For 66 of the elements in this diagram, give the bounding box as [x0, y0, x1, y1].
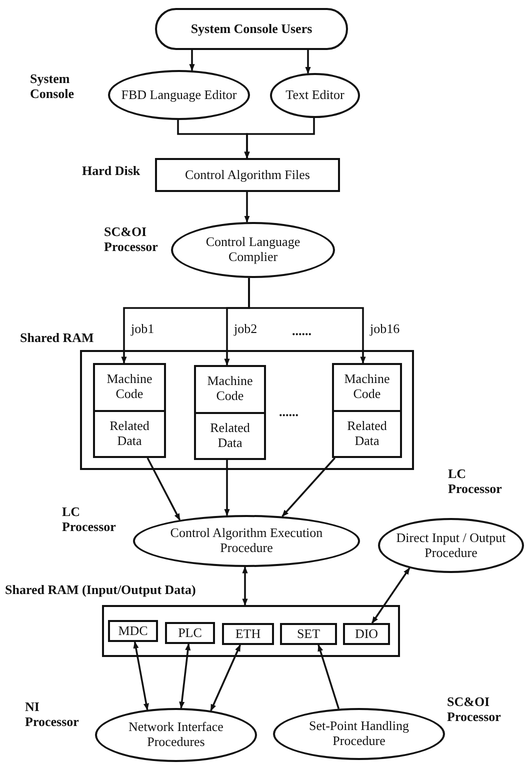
- node-text: Machine Code: [106, 372, 154, 402]
- process-ellipse: [378, 518, 524, 573]
- arrow: [318, 644, 340, 709]
- arrow: [210, 644, 242, 712]
- node-text: Set-Point Handling Procedure: [308, 719, 410, 749]
- arrow: [189, 50, 195, 72]
- node-text: FBD Language Editor: [121, 88, 237, 102]
- process-ellipse: [108, 70, 250, 120]
- memory-area-box: [80, 350, 414, 470]
- node-text: Machine Code: [206, 374, 254, 404]
- arrow: [133, 641, 149, 710]
- arrow: [179, 643, 191, 709]
- process-box: [222, 623, 274, 645]
- arrow: [248, 278, 366, 364]
- process-ellipse: [95, 708, 257, 762]
- arrow: [244, 118, 315, 159]
- node-text: System Console Users: [190, 22, 312, 36]
- edge-label: job16: [369, 322, 401, 336]
- node-text: Machine Code: [344, 372, 390, 402]
- node-text: DIO: [354, 626, 378, 642]
- node-text: MDC: [118, 624, 148, 638]
- arrow: [242, 566, 248, 606]
- edge-label: job2: [233, 322, 258, 336]
- process-ellipse: [171, 222, 335, 278]
- memory-block: [93, 363, 166, 458]
- side-label: System Console: [30, 72, 76, 102]
- arrow: [224, 460, 230, 516]
- node-text: Control Algorithm Files: [185, 168, 310, 182]
- node-text: Direct Input / Output Procedure: [395, 530, 507, 560]
- process-box: [343, 623, 390, 645]
- process-box: [280, 623, 337, 645]
- side-label: Shared RAM: [20, 331, 94, 346]
- memory-area-box: [102, 605, 400, 657]
- memory-block: [194, 365, 266, 460]
- arrow: [282, 457, 336, 517]
- node-text: Network Interface Procedures: [128, 720, 224, 750]
- process-ellipse: [270, 73, 360, 118]
- node-text: Related Data: [108, 418, 150, 449]
- rounded-box: [155, 8, 348, 50]
- node-text: Control Algorithm Execution Procedure: [169, 526, 324, 556]
- node-text: SET: [296, 626, 320, 642]
- node-text: Related Data: [209, 420, 251, 451]
- side-label: SC&OI Processor: [104, 225, 159, 255]
- process-ellipse: [133, 515, 360, 567]
- process-box: [155, 158, 340, 192]
- side-label: Shared RAM (Input/Output Data): [5, 583, 196, 598]
- side-label: LC Processor: [62, 505, 117, 535]
- node-text: ETH: [235, 626, 261, 642]
- arrow: [244, 192, 250, 223]
- arrow: [371, 568, 410, 624]
- process-box: [165, 622, 215, 644]
- side-label: Hard Disk: [82, 164, 140, 179]
- edge-label: job1: [130, 322, 156, 336]
- node-text: Control Language Complier: [204, 235, 302, 265]
- node-text: PLC: [178, 626, 202, 640]
- side-label: SC&OI Processor: [447, 695, 502, 725]
- node-text: Text Editor: [286, 88, 344, 103]
- node-text: Related Data: [346, 418, 388, 449]
- process-box: [108, 620, 158, 642]
- memory-block: [332, 363, 402, 458]
- arrow: [305, 50, 311, 74]
- side-label: ......: [279, 405, 298, 420]
- side-label: ......: [292, 324, 312, 339]
- process-ellipse: [273, 708, 445, 760]
- side-label: NI Processor: [25, 700, 80, 730]
- side-label: LC Processor: [448, 467, 503, 497]
